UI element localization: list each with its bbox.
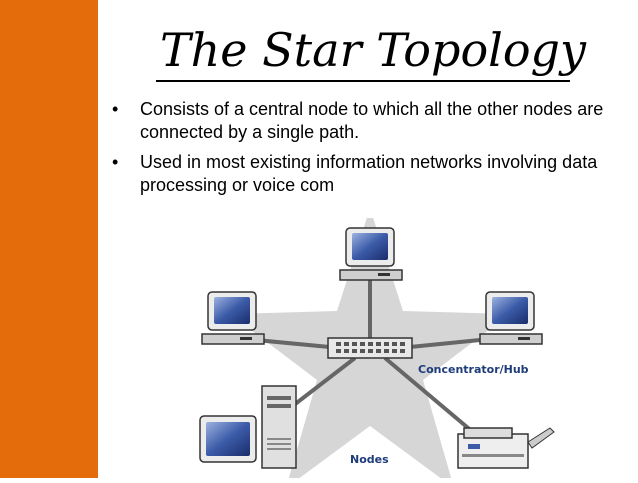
star-topology-diagram: Concentrator/Hub Nodes: [170, 208, 570, 483]
bullet-text-1: Consists of a central node to which all …: [140, 99, 604, 142]
slide-title: The Star Topology: [160, 23, 586, 77]
nodes-label: Nodes: [350, 453, 389, 466]
bullet-symbol: •: [112, 99, 119, 119]
bullet-text-2: Used in most existing information networ…: [140, 152, 598, 195]
computer-icon-top: [339, 227, 403, 281]
hub-label: Concentrator/Hub: [418, 363, 529, 376]
desktop-computer-icon: [199, 385, 297, 469]
diagram-svg: Concentrator/Hub Nodes: [199, 208, 555, 483]
computer-icon-left: [201, 291, 265, 345]
bullet-list: • Consists of a central node to which al…: [110, 98, 610, 204]
title-underline: [156, 80, 570, 82]
bullet-item-1: • Consists of a central node to which al…: [110, 98, 610, 144]
hub-icon: [327, 337, 413, 359]
bullet-symbol: •: [112, 152, 119, 172]
computer-icon-right: [479, 291, 543, 345]
bullet-item-2: • Used in most existing information netw…: [110, 151, 610, 197]
printer-icon: [457, 427, 555, 469]
orange-sidebar: [0, 0, 98, 478]
